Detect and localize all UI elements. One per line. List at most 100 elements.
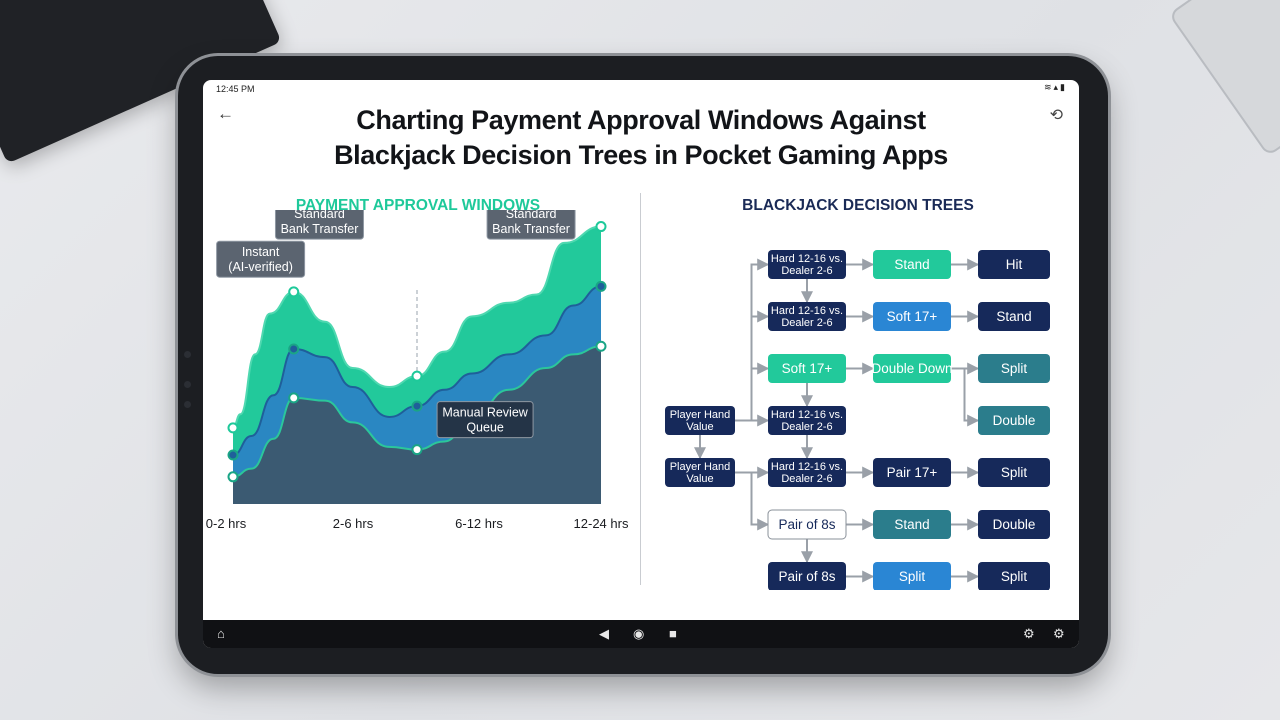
- x-tick-label: 0-2 hrs: [206, 516, 247, 531]
- tree-node-r7c2: Split: [873, 562, 951, 590]
- tablet-frame: 12:45 PM ≋▴▮ ← ⟲ Charting Payment Approv…: [178, 56, 1108, 674]
- data-point-marker: [227, 422, 239, 434]
- tree-node-r7c3: Split: [978, 562, 1050, 590]
- tree-node-box: [978, 354, 1050, 383]
- tree-edge: [951, 367, 980, 427]
- tree-node-label: Dealer 2-6: [781, 265, 832, 277]
- battery-icon: ▮: [1060, 82, 1067, 92]
- annotation-box: [436, 401, 534, 439]
- sensor-dot: [184, 351, 191, 358]
- tree-node-r6c3: Double: [978, 510, 1050, 539]
- blackjack-section-title: BLACKJACK DECISION TREES: [742, 197, 974, 214]
- status-icons: ≋▴▮: [1044, 82, 1067, 93]
- tree-node-label: Dealer 2-6: [781, 317, 832, 329]
- arrow-left-icon: ←: [217, 104, 234, 123]
- tree-node-box: [873, 302, 951, 331]
- tree-node-label: Pair 17+: [887, 465, 938, 480]
- tree-node-label: Player Hand: [670, 409, 731, 421]
- share-button[interactable]: ⟲: [1050, 105, 1063, 125]
- data-point-marker: [411, 400, 423, 412]
- tree-node-label: Dealer 2-6: [781, 421, 832, 433]
- tree-node-box: [767, 509, 847, 540]
- tree-node-r6c1: Pair of 8s: [767, 509, 847, 540]
- tree-node-box: [978, 302, 1050, 331]
- home-icon[interactable]: ⌂: [217, 626, 225, 641]
- sensor-dot: [184, 401, 191, 408]
- tree-node-box: [768, 458, 846, 487]
- tree-node-r1c3: Hit: [978, 250, 1050, 279]
- tree-node-r5c1: Hard 12-16 vs.Dealer 2-6: [768, 458, 846, 487]
- data-point-marker: [595, 280, 607, 292]
- data-point-marker: [288, 392, 300, 404]
- tree-node-box: [978, 562, 1050, 590]
- tree-node-box: [665, 458, 735, 487]
- tree-node-label: Value: [686, 421, 713, 433]
- back-triangle-icon[interactable]: ◀: [599, 626, 609, 641]
- tree-node-box: [978, 250, 1050, 279]
- line-series-0: [232, 225, 602, 429]
- tree-node-r3c1: Soft 17+: [768, 354, 846, 383]
- tree-node-label: Hard 12-16 vs.: [771, 253, 843, 265]
- square-overview-icon[interactable]: ■: [669, 626, 677, 641]
- annotation-text: Manual Review: [442, 406, 528, 420]
- tree-node-r3c3: Split: [978, 354, 1050, 383]
- circle-home-icon[interactable]: ◉: [633, 626, 645, 641]
- tree-node-label: Double Down: [871, 361, 952, 376]
- sensor-dot: [184, 381, 191, 388]
- screen: 12:45 PM ≋▴▮ ← ⟲ Charting Payment Approv…: [203, 80, 1079, 648]
- tree-node-box: [873, 510, 951, 539]
- tree-node-label: Stand: [996, 309, 1031, 324]
- annotation-text: Standard: [294, 210, 345, 221]
- tree-edge: [735, 362, 770, 422]
- page-title-line2: Blackjack Decision Trees in Pocket Gamin…: [334, 140, 948, 170]
- tree-node-box: [665, 406, 735, 435]
- tree-node-label: Split: [1001, 465, 1028, 480]
- tree-node-box: [978, 458, 1050, 487]
- back-button[interactable]: ←: [217, 104, 234, 124]
- tree-node-label: Soft 17+: [782, 361, 833, 376]
- tree-node-label: Hard 12-16 vs.: [771, 305, 843, 317]
- page-title: Charting Payment Approval Windows Agains…: [293, 103, 989, 173]
- x-tick-label: 12-24 hrs: [574, 516, 629, 531]
- tree-node-r1c1: Hard 12-16 vs.Dealer 2-6: [768, 250, 846, 279]
- tree-node-label: Hit: [1006, 257, 1023, 272]
- annotation-text: Standard: [506, 210, 557, 221]
- annotation-box: [274, 210, 364, 240]
- gear-icon[interactable]: ⚙: [1023, 626, 1035, 641]
- tree-node-label: Pair of 8s: [778, 569, 835, 584]
- annotation-box: [216, 240, 306, 278]
- tree-node-r4c3: Double: [978, 406, 1050, 435]
- annotation-text: Queue: [466, 421, 504, 435]
- tree-node-box: [768, 354, 846, 383]
- tree-edge: [735, 471, 770, 531]
- tree-node-box: [873, 250, 951, 279]
- annotation-box: [486, 210, 576, 240]
- background-device-right: [1168, 0, 1280, 157]
- tree-node-label: Split: [899, 569, 926, 584]
- tree-node-label: Hard 12-16 vs.: [771, 461, 843, 473]
- tree-node-label: Stand: [894, 517, 929, 532]
- data-point-marker: [288, 343, 300, 355]
- tree-node-box: [873, 562, 951, 590]
- x-tick-label: 6-12 hrs: [455, 516, 503, 531]
- tree-node-r2c3: Stand: [978, 302, 1050, 331]
- tree-node-label: Stand: [894, 257, 929, 272]
- tree-node-box: [873, 458, 951, 487]
- tree-node-label: Value: [686, 473, 713, 485]
- tree-node-box: [768, 250, 846, 279]
- signal-icon: ▴: [1053, 82, 1061, 92]
- annotation-text: (AI-verified): [228, 260, 293, 274]
- data-point-marker: [595, 221, 607, 233]
- data-point-marker: [595, 340, 607, 352]
- share-icon: ⟲: [1049, 107, 1063, 124]
- wifi-icon: ≋: [1043, 82, 1054, 92]
- tree-node-box: [873, 354, 951, 383]
- data-point-marker: [227, 471, 239, 483]
- gear-icon[interactable]: ⚙: [1053, 626, 1065, 641]
